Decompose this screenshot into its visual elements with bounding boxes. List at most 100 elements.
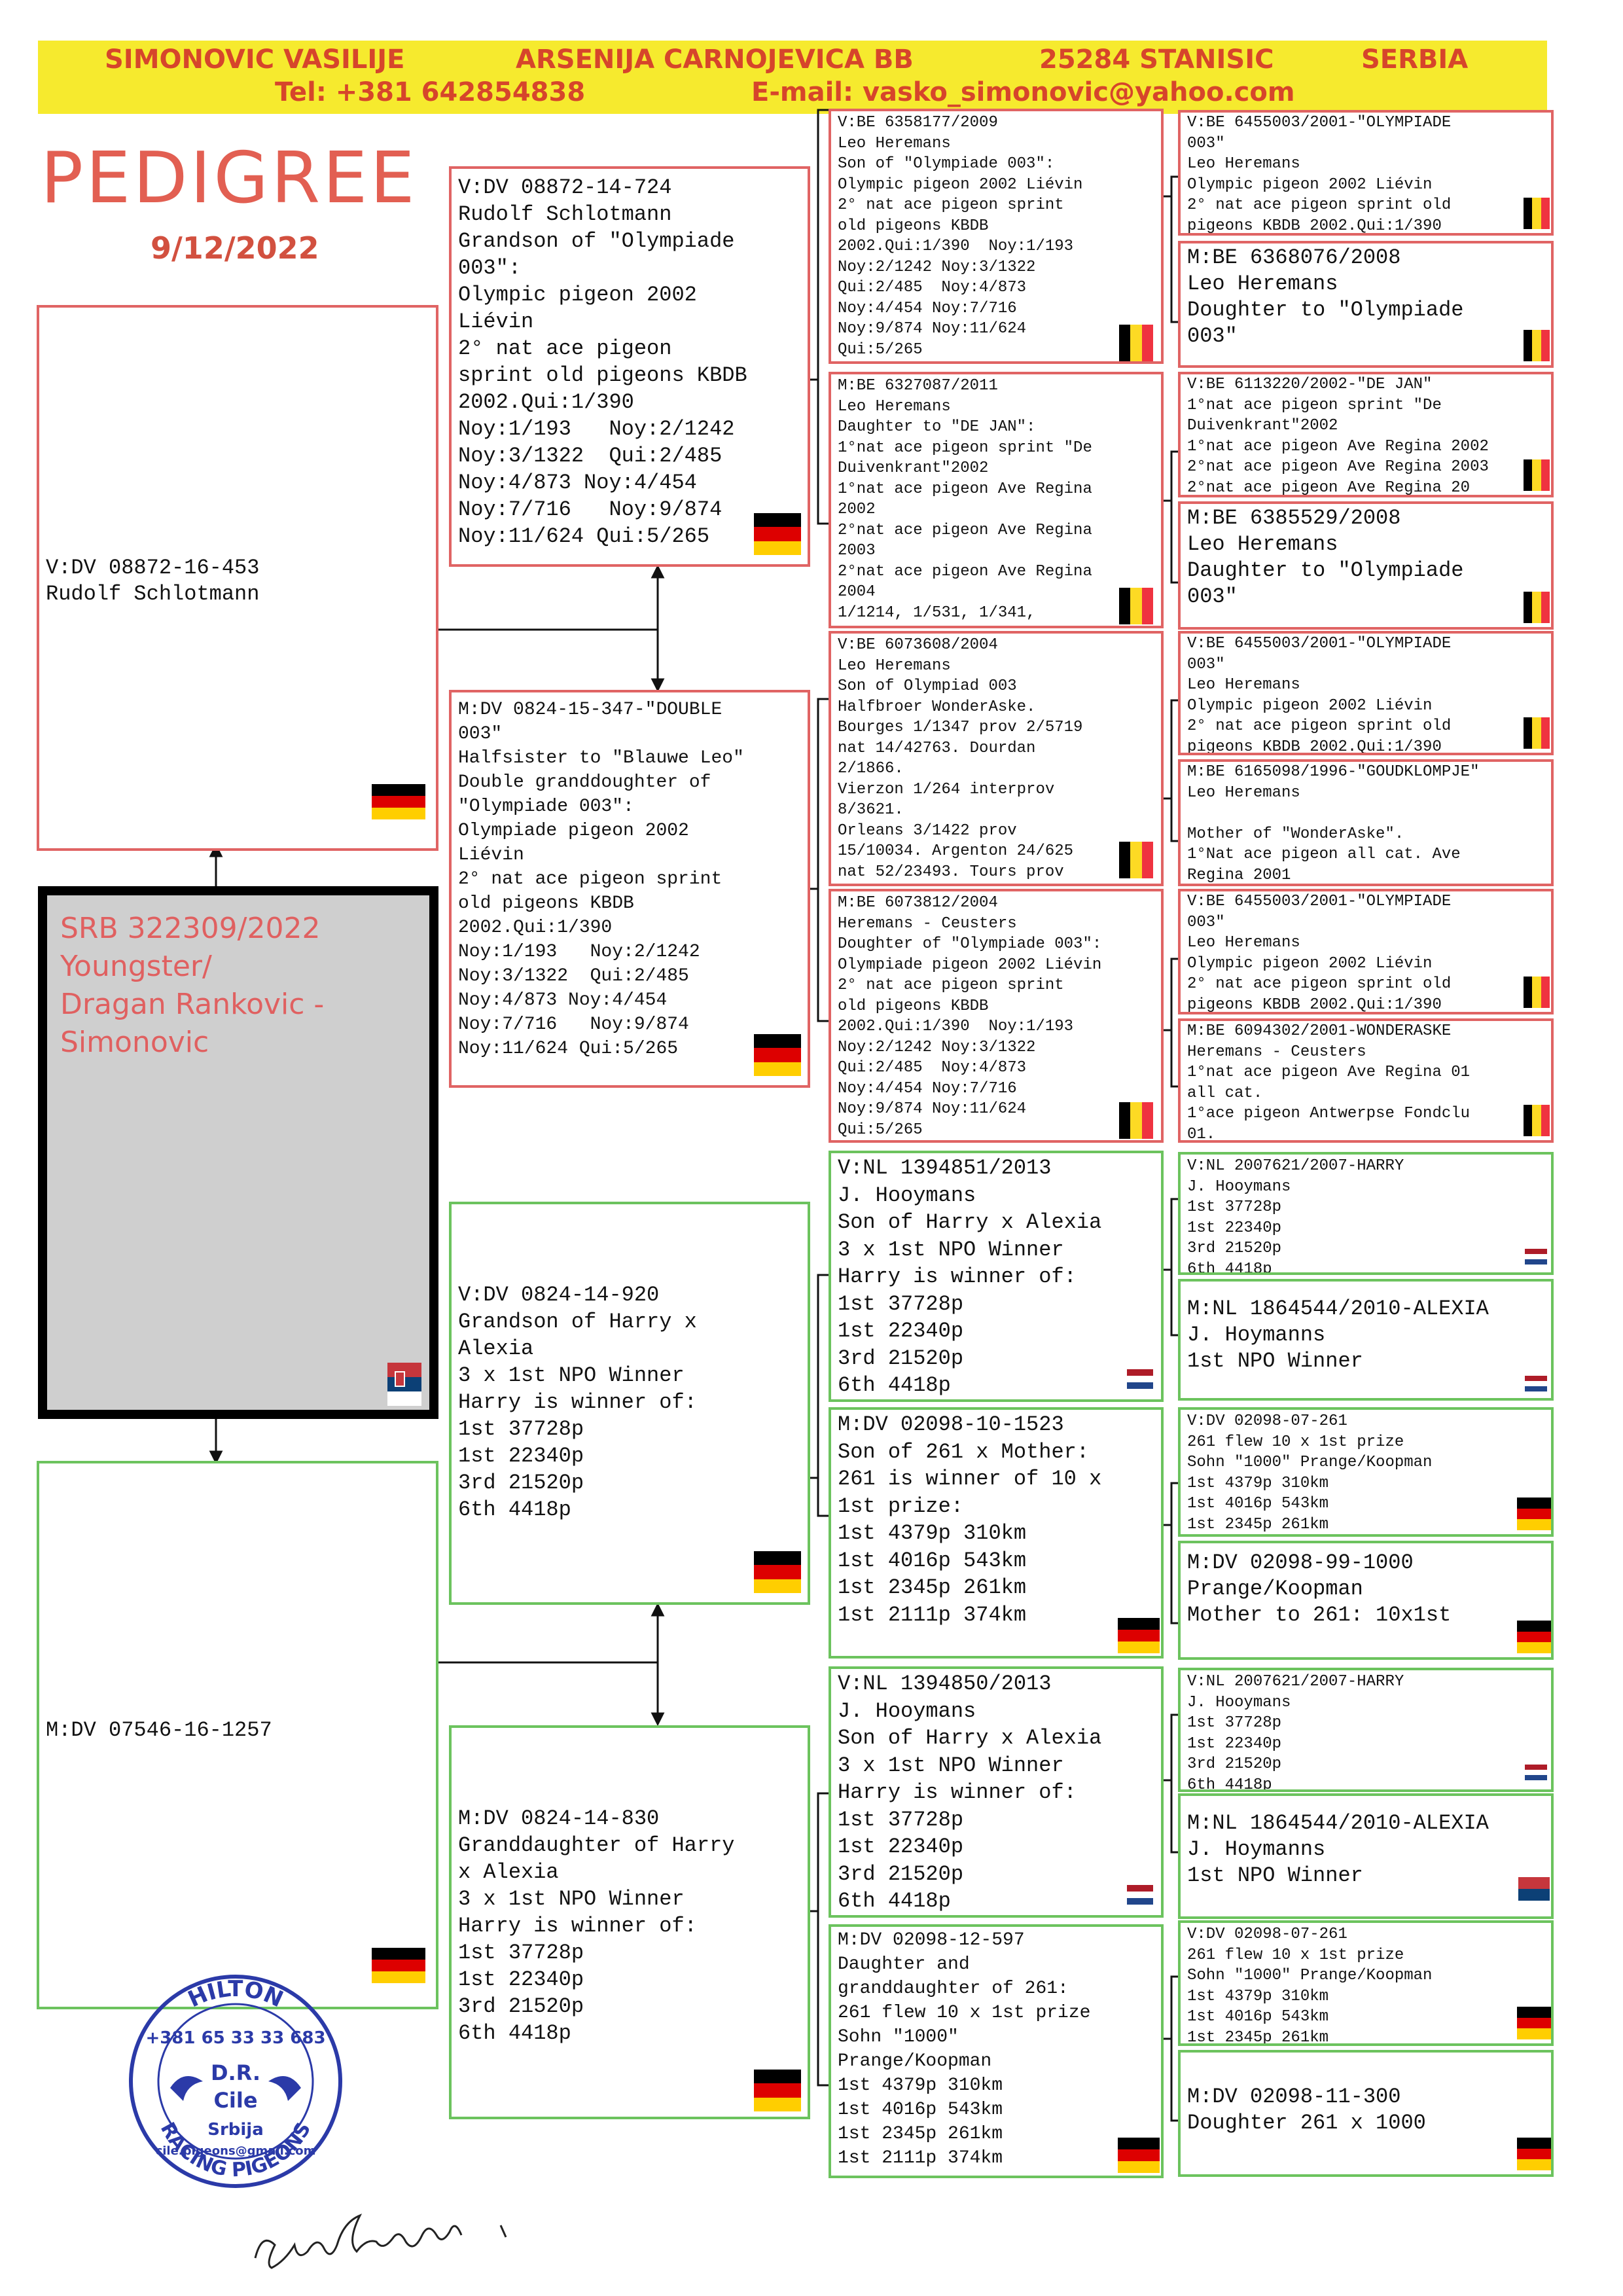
subject-text: SRB 322309/2022 Youngster/ Dragan Rankov… <box>60 912 325 1059</box>
gen3-fmf-card[interactable]: V:BE 6073608/2004 Leo Heremans Son of Ol… <box>829 631 1164 886</box>
germany-flag-icon <box>372 784 425 819</box>
gen4-mmfm-text: M:NL 1864544/2010-ALEXIA J. Hoymanns 1st… <box>1187 1811 1489 1888</box>
gen4-mfmm-text: M:DV 02098-99-1000 Prange/Koopman Mother… <box>1187 1551 1452 1627</box>
gen4-mfmf-text: V:DV 02098-07-261 261 flew 10 x 1st priz… <box>1187 1412 1433 1534</box>
gen4-mmmm-text: M:DV 02098-11-300 Doughter 261 x 1000 <box>1187 2085 1426 2135</box>
belgium-flag-icon <box>1524 977 1550 1008</box>
breeder-address: ARSENIJA CARNOJEVICA BB <box>516 45 914 75</box>
gen4-mfmm-card[interactable]: M:DV 02098-99-1000 Prange/Koopman Mother… <box>1178 1541 1554 1660</box>
gen4-fmmf-text: V:BE 6455003/2001-"OLYMPIADE 003" Leo He… <box>1187 893 1452 1014</box>
gen4-mmff-text: V:NL 2007621/2007-HARRY J. Hooymans 1st … <box>1187 1673 1404 1792</box>
grandparent-mf-card[interactable]: V:DV 0824-14-920 Grandson of Harry x Ale… <box>449 1202 810 1605</box>
netherlands-flag-icon <box>1525 1765 1547 1780</box>
father-card[interactable]: V:DV 08872-16-453 Rudolf Schlotmann <box>37 305 438 851</box>
gen3-fff-text: V:BE 6358177/2009 Leo Heremans Son of "O… <box>838 114 1083 359</box>
grandparent-ff-text: V:DV 08872-14-724 Rudolf Schlotmann Gran… <box>458 175 747 548</box>
gen4-fffm-card[interactable]: M:BE 6368076/2008 Leo Heremans Doughter … <box>1178 241 1554 368</box>
gen3-mff-card[interactable]: V:NL 1394851/2013 J. Hooymans Son of Har… <box>829 1151 1164 1402</box>
gen4-mfff-text: V:NL 2007621/2007-HARRY J. Hooymans 1st … <box>1187 1157 1404 1275</box>
club-stamp: HILTON +381 65 33 33 683 D.R. Cile Srbij… <box>129 1975 342 2188</box>
stamp-initials: D.R. <box>211 2060 260 2085</box>
gen3-mff-text: V:NL 1394851/2013 J. Hooymans Son of Har… <box>838 1156 1102 1397</box>
gen4-fmmm-card[interactable]: M:BE 6094302/2001-WONDERASKE Heremans - … <box>1178 1018 1554 1143</box>
gen3-mfm-card[interactable]: M:DV 02098-10-1523 Son of 261 x Mother: … <box>829 1407 1164 1659</box>
gen4-ffmm-card[interactable]: M:BE 6385529/2008 Leo Heremans Daughter … <box>1178 501 1554 630</box>
gen4-ffmf-text: V:BE 6113220/2002-"DE JAN" 1°nat ace pig… <box>1187 376 1489 497</box>
gen4-fmmf-card[interactable]: V:BE 6455003/2001-"OLYMPIADE 003" Leo He… <box>1178 889 1554 1014</box>
gen3-ffm-text: M:BE 6327087/2011 Leo Heremans Daughter … <box>838 377 1092 622</box>
gen4-fmmm-text: M:BE 6094302/2001-WONDERASKE Heremans - … <box>1187 1022 1471 1143</box>
gen4-fmfm-text: M:BE 6165098/1996-"GOUDKLOMPJE" Leo Here… <box>1187 763 1480 884</box>
netherlands-flag-icon <box>1127 1369 1153 1389</box>
father-text: V:DV 08872-16-453 Rudolf Schlotmann <box>46 556 260 606</box>
gen4-mmmm-card[interactable]: M:DV 02098-11-300 Doughter 261 x 1000 <box>1178 2050 1554 2177</box>
pedigree-date: 9/12/2022 <box>151 230 319 266</box>
grandparent-ff-card[interactable]: V:DV 08872-14-724 Rudolf Schlotmann Gran… <box>449 166 810 567</box>
serbia-flag-icon <box>387 1363 421 1406</box>
stamp-country: Srbija <box>207 2120 264 2140</box>
gen3-ffm-card[interactable]: M:BE 6327087/2011 Leo Heremans Daughter … <box>829 372 1164 628</box>
mother-card[interactable]: M:DV 07546-16-1257 <box>37 1461 438 2009</box>
mother-text: M:DV 07546-16-1257 <box>46 1718 272 1742</box>
gen4-mmmf-card[interactable]: V:DV 02098-07-261 261 flew 10 x 1st priz… <box>1178 1920 1554 2046</box>
belgium-flag-icon <box>1119 842 1153 878</box>
germany-flag-icon <box>1517 2138 1551 2170</box>
gen4-fmff-text: V:BE 6455003/2001-"OLYMPIADE 003" Leo He… <box>1187 635 1452 755</box>
germany-flag-icon <box>1517 2007 1551 2039</box>
netherlands-flag-icon <box>1525 1249 1547 1265</box>
belgium-flag-icon <box>1119 1102 1153 1139</box>
gen4-ffmf-card[interactable]: V:BE 6113220/2002-"DE JAN" 1°nat ace pig… <box>1178 372 1554 497</box>
stamp-phone: +381 65 33 33 683 <box>145 2028 325 2048</box>
germany-flag-icon <box>754 2070 801 2111</box>
stamp-name: Cile <box>213 2088 257 2113</box>
subject-card[interactable]: SRB 322309/2022 Youngster/ Dragan Rankov… <box>38 886 438 1419</box>
gen4-mmmf-text: V:DV 02098-07-261 261 flew 10 x 1st priz… <box>1187 1926 1433 2046</box>
stamp-email: cile.pigeons@gmail.com <box>156 2144 316 2158</box>
germany-flag-icon <box>754 1034 801 1076</box>
gen3-mmm-card[interactable]: M:DV 02098-12-597 Daughter and granddaug… <box>829 1924 1164 2178</box>
belgium-flag-icon <box>1524 330 1550 361</box>
gen4-mmfm-card[interactable]: M:NL 1864544/2010-ALEXIA J. Hoymanns 1st… <box>1178 1793 1554 1919</box>
belgium-flag-icon <box>1524 198 1550 229</box>
gen4-fmff-card[interactable]: V:BE 6455003/2001-"OLYMPIADE 003" Leo He… <box>1178 631 1554 755</box>
belgium-flag-icon <box>1524 717 1550 749</box>
gen3-fmm-text: M:BE 6073812/2004 Heremans - Ceusters Do… <box>838 894 1102 1139</box>
gen3-mmm-text: M:DV 02098-12-597 Daughter and granddaug… <box>838 1930 1091 2168</box>
page-title: PEDIGREE <box>41 137 418 219</box>
gen4-ffff-card[interactable]: V:BE 6455003/2001-"OLYMPIADE 003" Leo He… <box>1178 110 1554 236</box>
grandparent-fm-card[interactable]: M:DV 0824-15-347-"DOUBLE 003" Halfsister… <box>449 690 810 1088</box>
pigeon-icon <box>170 2076 301 2101</box>
belgium-flag-icon <box>1119 325 1153 361</box>
belgium-flag-icon <box>1524 1105 1550 1136</box>
breeder-name: SIMONOVIC VASILIJE <box>105 45 405 75</box>
handwritten-signature <box>254 2214 507 2269</box>
gen4-ffff-text: V:BE 6455003/2001-"OLYMPIADE 003" Leo He… <box>1187 114 1452 235</box>
gen4-mmff-card[interactable]: V:NL 2007621/2007-HARRY J. Hooymans 1st … <box>1178 1668 1554 1792</box>
gen4-fmfm-card[interactable]: M:BE 6165098/1996-"GOUDKLOMPJE" Leo Here… <box>1178 759 1554 886</box>
grandparent-fm-text: M:DV 0824-15-347-"DOUBLE 003" Halfsister… <box>458 700 744 1059</box>
grandparent-mm-text: M:DV 0824-14-830 Granddaughter of Harry … <box>458 1806 735 2045</box>
breeder-city: 25284 STANISIC <box>1039 45 1274 75</box>
gen4-ffmm-text: M:BE 6385529/2008 Leo Heremans Daughter … <box>1187 506 1464 609</box>
germany-flag-icon <box>372 1948 425 1983</box>
gen3-fff-card[interactable]: V:BE 6358177/2009 Leo Heremans Son of "O… <box>829 109 1164 364</box>
header-banner: SIMONOVIC VASILIJE ARSENIJA CARNOJEVICA … <box>38 41 1547 114</box>
belgium-flag-icon <box>1524 459 1550 491</box>
gen4-mffm-text: M:NL 1864544/2010-ALEXIA J. Hoymanns 1st… <box>1187 1297 1489 1373</box>
germany-flag-icon <box>754 1551 801 1593</box>
gen3-fmm-card[interactable]: M:BE 6073812/2004 Heremans - Ceusters Do… <box>829 889 1164 1143</box>
netherlands-flag-icon <box>1127 1885 1153 1905</box>
grandparent-mm-card[interactable]: M:DV 0824-14-830 Granddaughter of Harry … <box>449 1725 810 2119</box>
germany-flag-icon <box>1118 1618 1160 1653</box>
germany-flag-icon <box>1118 2138 1160 2173</box>
gen4-mfff-card[interactable]: V:NL 2007621/2007-HARRY J. Hooymans 1st … <box>1178 1152 1554 1275</box>
germany-flag-icon <box>754 513 801 555</box>
germany-flag-icon <box>1517 1498 1551 1530</box>
gen4-mfmf-card[interactable]: V:DV 02098-07-261 261 flew 10 x 1st priz… <box>1178 1407 1554 1537</box>
gen4-fffm-text: M:BE 6368076/2008 Leo Heremans Doughter … <box>1187 245 1464 348</box>
gen4-mffm-card[interactable]: M:NL 1864544/2010-ALEXIA J. Hoymanns 1st… <box>1178 1279 1554 1401</box>
netherlands-flag-icon <box>1525 1376 1547 1391</box>
gen3-mmf-card[interactable]: V:NL 1394850/2013 J. Hooymans Son of Har… <box>829 1666 1164 1918</box>
serbia-flag-icon <box>1518 1877 1550 1912</box>
